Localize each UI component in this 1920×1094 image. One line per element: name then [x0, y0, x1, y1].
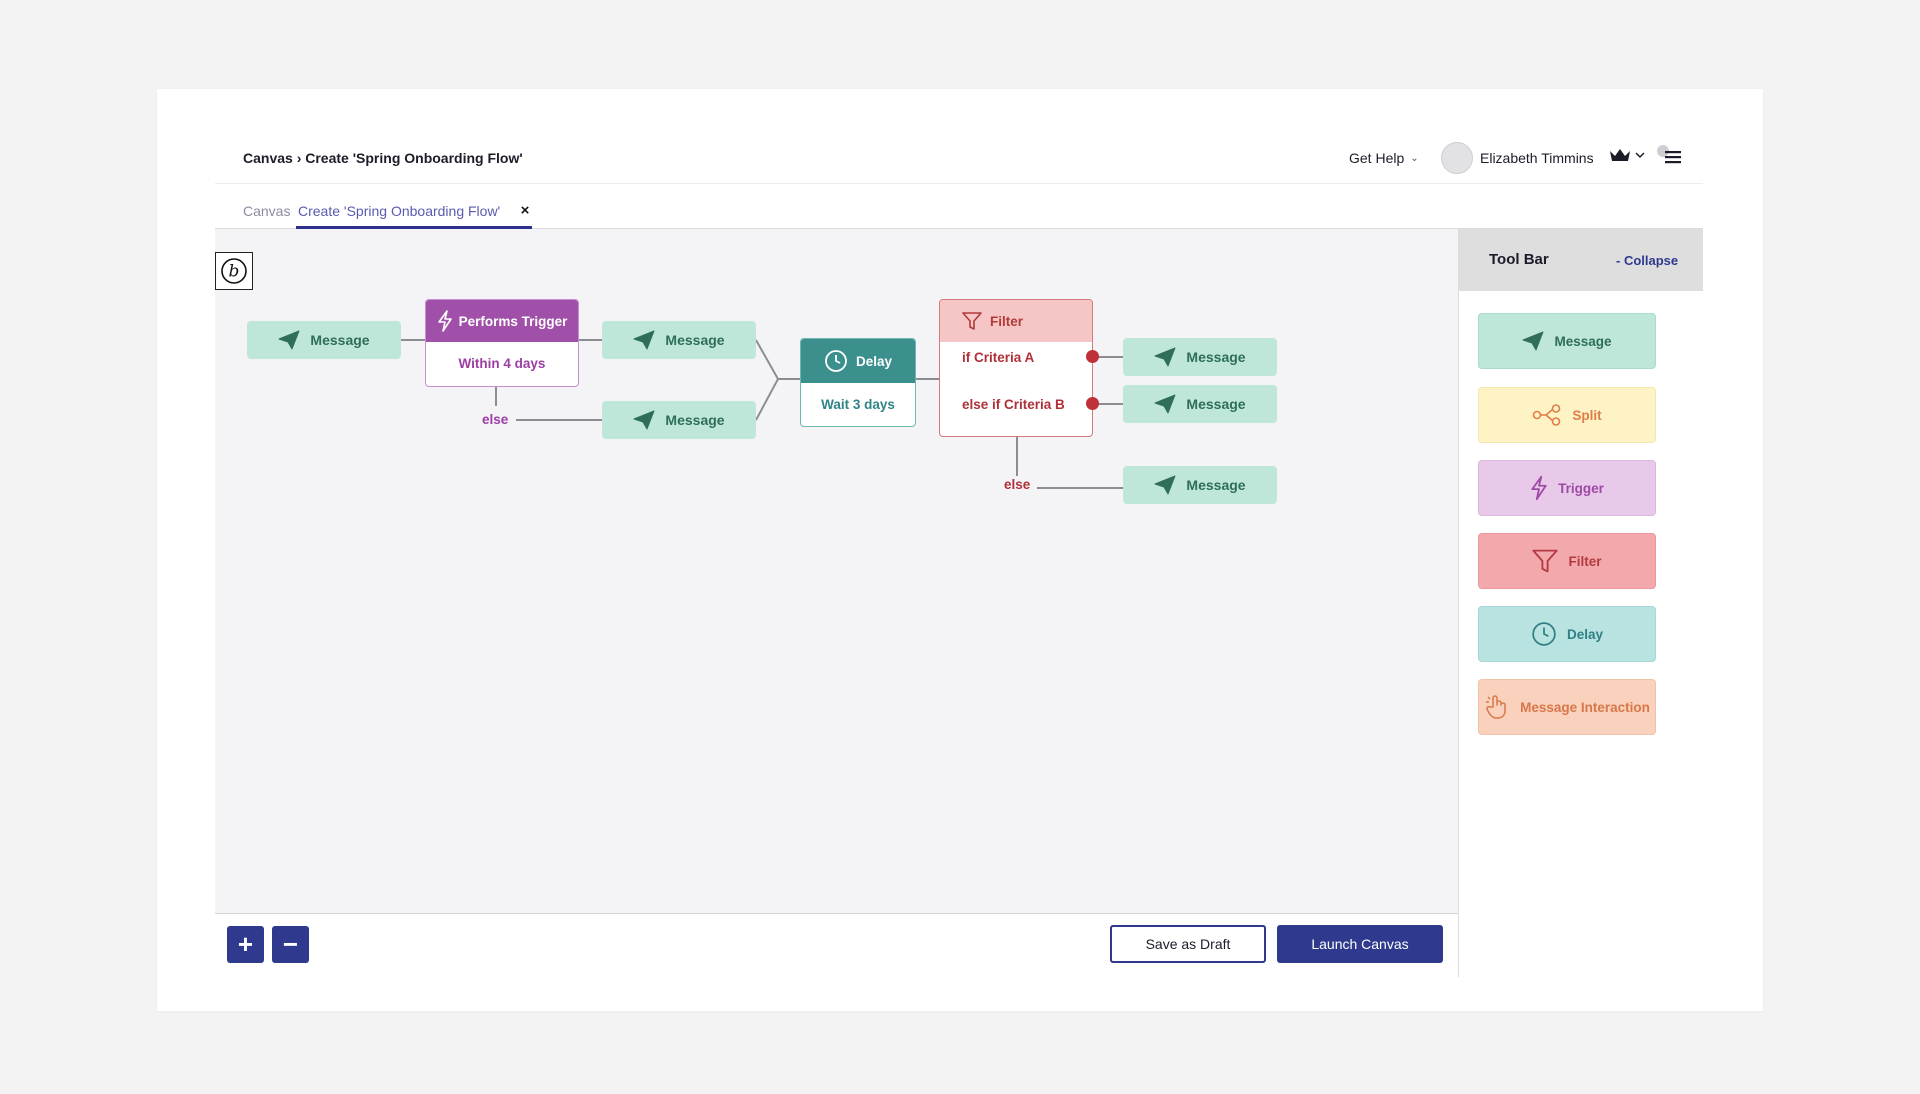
delay-node-title: Delay [855, 353, 893, 369]
zoom-out-button[interactable]: − [272, 926, 309, 963]
tool-message[interactable]: Message [1478, 313, 1656, 369]
filter-criteria-a: if Criteria A [962, 350, 1035, 365]
crown-icon [1610, 149, 1630, 161]
braze-logo-icon[interactable]: b [215, 252, 253, 290]
trigger-node[interactable]: Performs Trigger Within 4 days [425, 299, 579, 387]
tab-spring-onboarding[interactable]: Create 'Spring Onboarding Flow' [298, 203, 501, 219]
message-node-label: Message [665, 332, 725, 348]
tabs-divider [215, 228, 1703, 229]
lightning-icon [1531, 475, 1547, 501]
message-node[interactable]: Message [1123, 385, 1277, 423]
tool-trigger[interactable]: Trigger [1478, 460, 1656, 516]
message-node-label: Message [665, 412, 725, 428]
message-node[interactable]: Message [602, 401, 756, 439]
tool-message-interaction[interactable]: Message Interaction [1478, 679, 1656, 735]
message-node[interactable]: Message [602, 321, 756, 359]
canvas-bottom-divider [215, 913, 1459, 914]
tool-message-label: Message [1554, 333, 1612, 349]
zoom-in-button[interactable]: + [227, 926, 264, 963]
active-tab-indicator [296, 226, 532, 229]
filter-criteria-b: else if Criteria B [962, 397, 1065, 412]
filter-node-title: Filter [990, 313, 1024, 329]
get-help-label: Get Help [1349, 150, 1405, 166]
trigger-node-body: Within 4 days [458, 356, 546, 371]
message-node-label: Message [310, 332, 370, 348]
flow-canvas[interactable] [215, 229, 1459, 914]
paper-plane-icon [633, 330, 655, 350]
trigger-else-label: else [482, 412, 509, 427]
svg-text:b: b [229, 262, 240, 282]
chevron-down-icon [1635, 152, 1645, 159]
trigger-node-title: Performs Trigger [458, 313, 568, 329]
tool-split-label: Split [1572, 407, 1602, 423]
message-node[interactable]: Message [247, 321, 401, 359]
close-tab-icon[interactable]: × [520, 202, 530, 219]
tool-delay[interactable]: Delay [1478, 606, 1656, 662]
delay-node-header: Delay [801, 339, 915, 383]
message-node-label: Message [1186, 349, 1246, 365]
header-divider [215, 183, 1703, 184]
criteria-b-connector-dot[interactable] [1086, 397, 1099, 410]
account-menu[interactable] [1609, 147, 1645, 163]
clock-icon [1532, 622, 1556, 646]
user-name[interactable]: Elizabeth Timmins [1480, 150, 1594, 166]
message-node[interactable]: Message [1123, 338, 1277, 376]
tool-trigger-label: Trigger [1558, 480, 1604, 496]
funnel-icon [962, 312, 982, 330]
hamburger-menu-icon[interactable] [1653, 144, 1685, 168]
paper-plane-icon [1154, 475, 1176, 495]
launch-canvas-button[interactable]: Launch Canvas [1277, 925, 1443, 963]
toolbar-header [1459, 229, 1703, 291]
chevron-down-icon: ⌄ [1410, 152, 1419, 164]
paper-plane-icon [1154, 347, 1176, 367]
clock-icon [825, 350, 847, 372]
trigger-node-header: Performs Trigger [426, 300, 578, 342]
toolbar-collapse-link[interactable]: - Collapse [1616, 253, 1679, 268]
save-as-draft-button[interactable]: Save as Draft [1110, 925, 1266, 963]
delay-node-body: Wait 3 days [821, 397, 895, 412]
filter-node-header: Filter [940, 300, 1092, 342]
split-icon [1533, 404, 1561, 426]
message-node-label: Message [1186, 477, 1246, 493]
delay-node[interactable]: Delay Wait 3 days [800, 338, 916, 427]
tool-message-interaction-label: Message Interaction [1520, 699, 1650, 715]
filter-else-label: else [1004, 477, 1031, 492]
tool-filter[interactable]: Filter [1478, 533, 1656, 589]
tab-canvas[interactable]: Canvas [243, 203, 291, 219]
paper-plane-icon [1522, 331, 1544, 351]
tool-delay-label: Delay [1566, 626, 1604, 642]
breadcrumb[interactable]: Canvas › Create 'Spring Onboarding Flow' [243, 150, 523, 166]
criteria-a-connector-dot[interactable] [1086, 350, 1099, 363]
hand-pointer-icon [1486, 695, 1506, 719]
funnel-icon [1532, 549, 1559, 573]
toolbar-title: Tool Bar [1489, 251, 1549, 268]
filter-node[interactable]: Filter if Criteria A else if Criteria B [939, 299, 1093, 437]
tool-filter-label: Filter [1568, 553, 1602, 569]
canvas-right-divider [1458, 229, 1459, 977]
message-node-label: Message [1186, 396, 1246, 412]
paper-plane-icon [633, 410, 655, 430]
paper-plane-icon [1154, 394, 1176, 414]
paper-plane-icon [278, 330, 300, 350]
lightning-icon [437, 310, 452, 332]
avatar[interactable] [1441, 142, 1473, 174]
tool-split[interactable]: Split [1478, 387, 1656, 443]
get-help-menu[interactable]: Get Help ⌄ [1349, 150, 1419, 166]
message-node[interactable]: Message [1123, 466, 1277, 504]
